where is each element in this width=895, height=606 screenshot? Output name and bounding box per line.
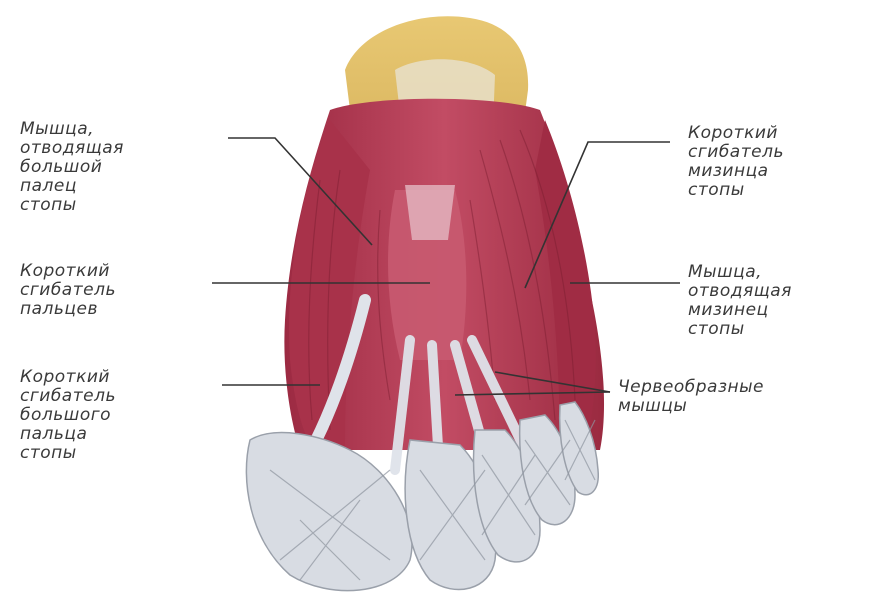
label-line: Короткий [20,368,116,387]
label-line: Короткий [20,262,116,281]
central-tendon [405,185,455,240]
label-line: сгибатель [20,387,116,406]
label-line: Короткий [688,124,784,143]
label-line: большой [20,158,124,177]
toe-1 [246,433,412,591]
label-line: пальца [20,425,116,444]
label-line: стопы [688,181,784,200]
label-line: отводящая [20,139,124,158]
label-line: мизинца [688,162,784,181]
label-flexor-digiti-minimi-brevis: Короткий сгибатель мизинца стопы [688,124,784,200]
label-line: стопы [688,320,792,339]
label-line: сгибатель [688,143,784,162]
label-line: Мышца, [688,263,792,282]
label-lumbricals: Червеобразные мышцы [618,378,764,416]
label-line: мизинец [688,301,792,320]
label-line: сгибатель [20,281,116,300]
label-line: пальцев [20,300,116,319]
label-line: отводящая [688,282,792,301]
label-line: Червеобразные [618,378,764,397]
label-abductor-hallucis: Мышца, отводящая большой палец стопы [20,120,124,215]
label-line: стопы [20,444,116,463]
label-flexor-digitorum-brevis: Короткий сгибатель пальцев [20,262,116,319]
label-line: Мышца, [20,120,124,139]
label-line: мышцы [618,397,764,416]
label-line: большого [20,406,116,425]
label-abductor-digiti-minimi: Мышца, отводящая мизинец стопы [688,263,792,339]
label-flexor-hallucis-brevis: Короткий сгибатель большого пальца стопы [20,368,116,463]
label-line: стопы [20,196,124,215]
label-line: палец [20,177,124,196]
